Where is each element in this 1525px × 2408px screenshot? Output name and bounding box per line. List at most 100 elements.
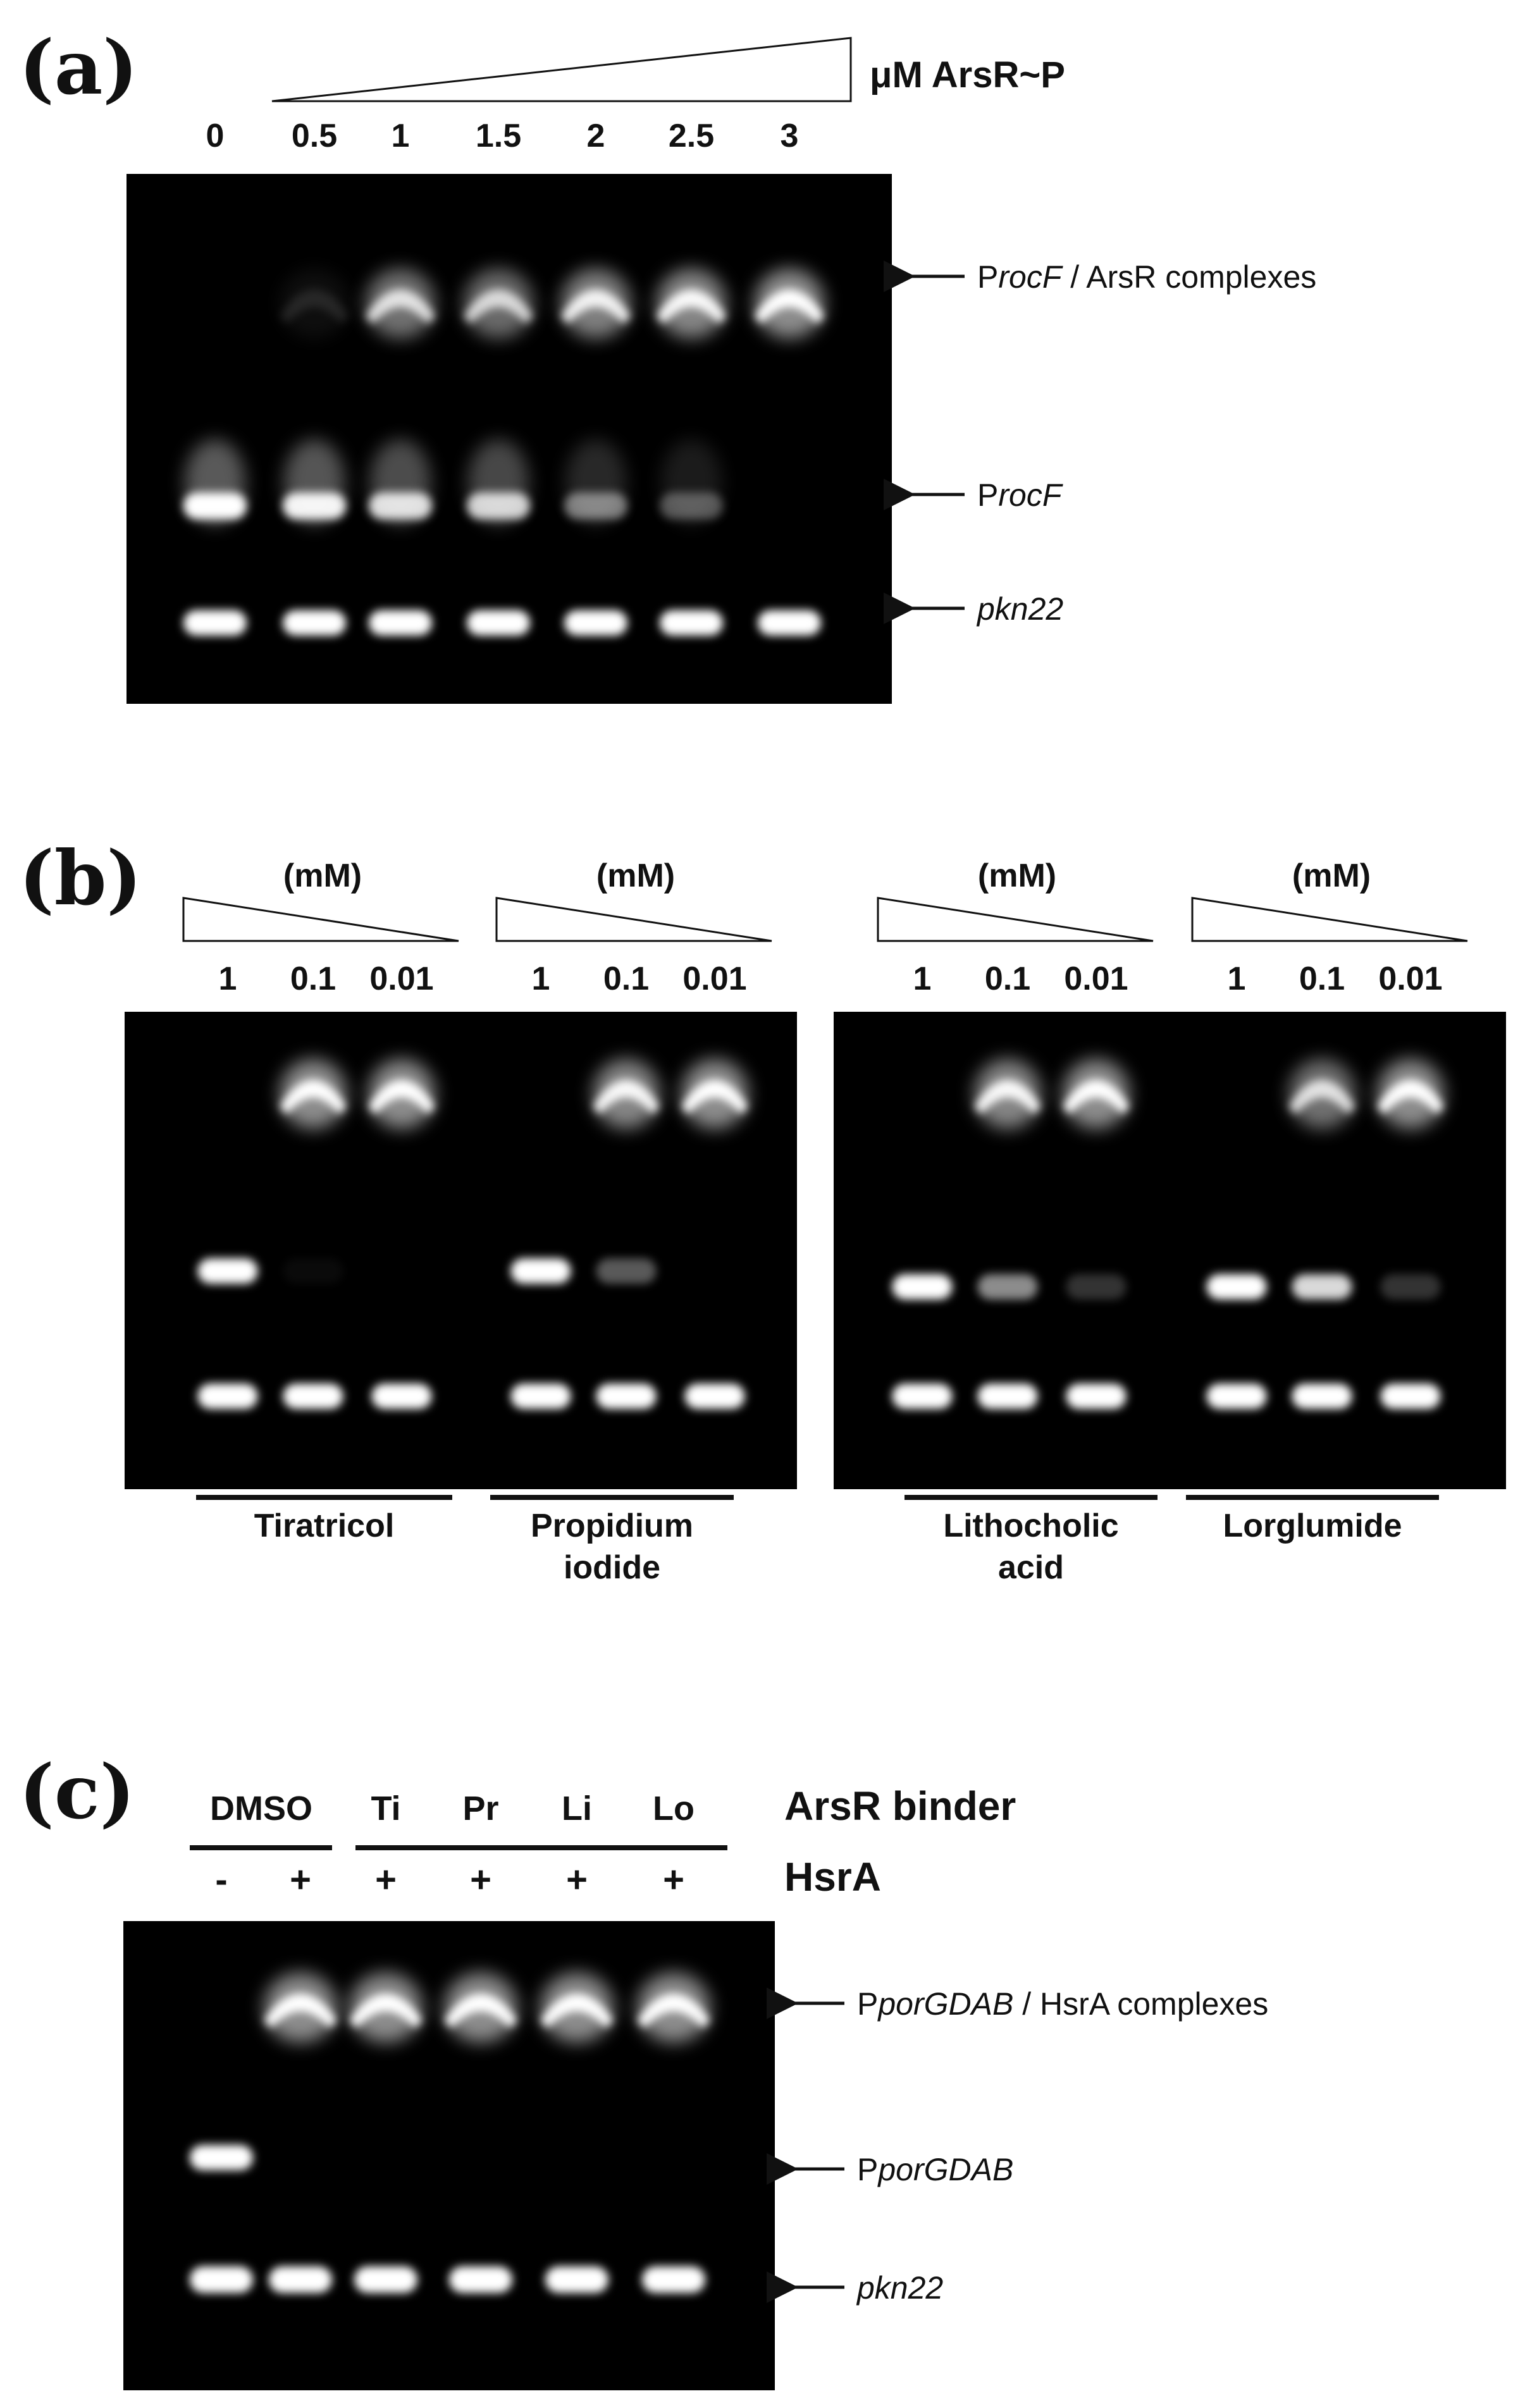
band-label-italic: rocF bbox=[998, 259, 1063, 295]
control-band bbox=[642, 2266, 705, 2293]
dilution-wedge bbox=[1191, 897, 1468, 942]
unit-label: (mM) bbox=[596, 857, 675, 894]
complex-band bbox=[264, 1973, 337, 2042]
control-band bbox=[269, 2266, 332, 2293]
band-label-italic: pkn22 bbox=[856, 2270, 943, 2306]
control-band bbox=[369, 610, 432, 636]
free-probe-band bbox=[190, 2145, 253, 2170]
control-band bbox=[283, 1384, 343, 1409]
free-probe-band bbox=[197, 1258, 258, 1284]
compound-label-line2: acid bbox=[998, 1549, 1064, 1586]
control-band bbox=[510, 1384, 571, 1409]
free-probe-band bbox=[1380, 1274, 1441, 1299]
complex-band bbox=[974, 1059, 1041, 1129]
binder-label: DMSO bbox=[210, 1790, 312, 1828]
band-arrow-0: ProcF / ArsR complexes bbox=[884, 259, 1316, 295]
control-band bbox=[684, 1384, 745, 1409]
unit-label: (mM) bbox=[283, 857, 362, 894]
complex-band bbox=[280, 269, 349, 338]
lane-label: 1 bbox=[219, 961, 237, 997]
compound-label: Lorglumide bbox=[1223, 1508, 1402, 1544]
complex-band bbox=[681, 1059, 748, 1129]
complex-band bbox=[444, 1973, 517, 2042]
band-label-italic: rocF bbox=[998, 477, 1063, 513]
band-label-italic: pkn22 bbox=[976, 591, 1063, 627]
band-label: ProcF bbox=[977, 477, 1063, 513]
free-probe-band bbox=[183, 439, 247, 525]
control-band bbox=[449, 2266, 512, 2293]
free-probe-band bbox=[660, 439, 723, 525]
complex-band bbox=[593, 1059, 660, 1129]
hsra-label: + bbox=[375, 1859, 397, 1900]
lane-label: 0.1 bbox=[985, 961, 1030, 997]
free-probe-band bbox=[892, 1274, 953, 1299]
hsra-label: + bbox=[290, 1859, 311, 1900]
compound-label: Lithocholic bbox=[943, 1508, 1118, 1544]
dilution-wedge bbox=[877, 897, 1154, 942]
lane-label: 0.01 bbox=[369, 961, 433, 997]
complex-band bbox=[657, 269, 726, 338]
hsra-label: - bbox=[215, 1859, 227, 1900]
band-arrow-1: ProcF bbox=[884, 477, 1063, 513]
complex-band bbox=[366, 269, 435, 338]
compound-label: Tiratricol bbox=[254, 1508, 395, 1544]
panel-c-letter: (c) bbox=[19, 1748, 135, 1836]
free-probe-band bbox=[1206, 1274, 1267, 1299]
complex-band bbox=[1288, 1059, 1355, 1129]
compound-label-line2: iodide bbox=[564, 1549, 660, 1586]
control-band bbox=[564, 610, 627, 636]
band-label-prefix: P bbox=[857, 2152, 878, 2187]
binder-label: Pr bbox=[462, 1790, 498, 1828]
control-band bbox=[758, 610, 821, 636]
compound-label: Propidium bbox=[531, 1508, 693, 1544]
hsra-label: + bbox=[663, 1859, 684, 1900]
concentration-title: μM ArsR~P bbox=[870, 54, 1065, 95]
gel-bands bbox=[197, 1059, 1444, 1409]
control-band bbox=[660, 610, 723, 636]
band-arrow-2: pkn22 bbox=[884, 591, 1063, 627]
free-probe-band bbox=[1066, 1274, 1127, 1299]
complex-band bbox=[280, 1059, 347, 1129]
panel-b-letter: (b) bbox=[19, 834, 142, 922]
band-label: pkn22 bbox=[856, 2270, 943, 2306]
band-label: PporGDAB bbox=[857, 2152, 1013, 2187]
control-band bbox=[1292, 1384, 1352, 1409]
lane-label: 1 bbox=[392, 118, 410, 154]
binder-header: ArsR binder bbox=[784, 1783, 1016, 1829]
binder-label: Li bbox=[562, 1790, 592, 1828]
control-band bbox=[197, 1384, 258, 1409]
band-label-suffix: / HsrA complexes bbox=[1013, 1986, 1268, 2022]
control-band bbox=[977, 1384, 1038, 1409]
control-band bbox=[190, 2266, 253, 2293]
band-label: pkn22 bbox=[976, 591, 1063, 627]
free-probe-band bbox=[564, 439, 627, 525]
free-probe-band bbox=[369, 439, 432, 525]
unit-label: (mM) bbox=[978, 857, 1056, 894]
control-band bbox=[596, 1384, 657, 1409]
lane-label: 0.01 bbox=[682, 961, 746, 997]
lane-label: 1.5 bbox=[476, 118, 521, 154]
control-band bbox=[892, 1384, 953, 1409]
band-label-italic: porGDAB bbox=[877, 1986, 1013, 2022]
control-band bbox=[467, 610, 530, 636]
lane-label: 1 bbox=[1228, 961, 1246, 997]
free-probe-band bbox=[596, 1258, 657, 1284]
control-band bbox=[1066, 1384, 1127, 1409]
control-band bbox=[1380, 1384, 1441, 1409]
compound-labels: Tiratricol Propidium iodide Lithocholic acid… bbox=[196, 1495, 1439, 1586]
lane-label: 2.5 bbox=[669, 118, 714, 154]
band-label: ProcF / ArsR complexes bbox=[977, 259, 1316, 295]
lane-label: 0 bbox=[206, 118, 225, 154]
panel-a-letter: (a) bbox=[19, 23, 138, 111]
gel-bands bbox=[190, 1973, 710, 2293]
gel-bands bbox=[183, 269, 824, 636]
control-band bbox=[283, 610, 346, 636]
complex-band bbox=[561, 269, 631, 338]
lane-label: 0.5 bbox=[292, 118, 337, 154]
